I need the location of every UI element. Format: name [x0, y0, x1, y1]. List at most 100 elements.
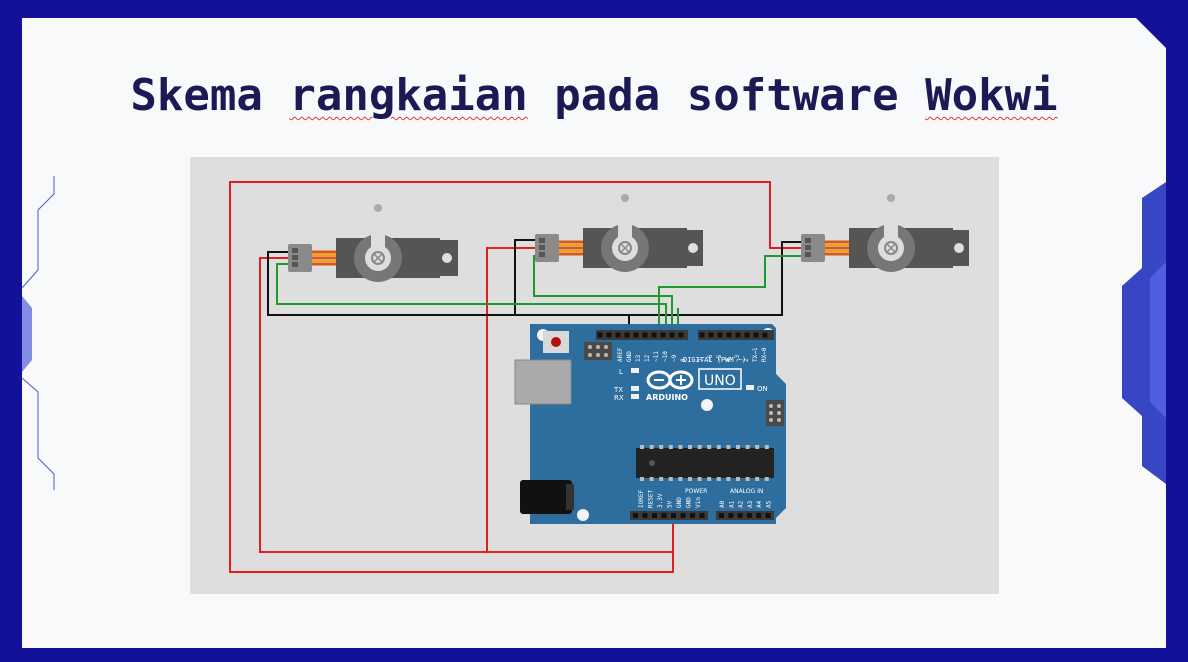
- chip-pin: [707, 445, 712, 449]
- digital-pin-label: AREF: [617, 347, 624, 362]
- power-pin-label: IOREF: [638, 490, 645, 508]
- pin-hole: [744, 332, 750, 338]
- chip-pin: [697, 445, 702, 449]
- analog-pin-label: A3: [747, 500, 754, 508]
- pin-hole: [699, 513, 705, 518]
- analog-label: ANALOG IN: [730, 488, 763, 495]
- pin-hole: [633, 513, 638, 518]
- power-header: [630, 511, 708, 520]
- chip-pin: [707, 477, 712, 481]
- pin-hole: [671, 513, 676, 518]
- power-wires: [229, 181, 803, 573]
- servo-1[interactable]: [288, 200, 458, 282]
- pin-hole: [597, 332, 603, 338]
- led-on: [746, 385, 754, 390]
- chip-pin: [688, 477, 692, 481]
- pin-hole: [678, 332, 684, 338]
- led-l: [631, 368, 639, 373]
- pin-hole: [690, 513, 695, 518]
- digital-pin-label: 13: [635, 354, 642, 362]
- chip-pin: [716, 445, 721, 449]
- chip-pin: [678, 477, 683, 481]
- analog-pin-label: A1: [728, 500, 735, 508]
- pin-hole: [651, 332, 657, 338]
- chip-pin: [649, 477, 654, 481]
- pin-hole: [669, 332, 675, 338]
- led-rx-label: RX: [614, 394, 624, 402]
- digital-pin-label: 4: [725, 358, 732, 362]
- power-pin-label: GND: [686, 497, 693, 508]
- servo-icon: [535, 190, 703, 272]
- chip-pin: [764, 477, 769, 481]
- digital-label: DIGITAL (PWM ~): [683, 356, 746, 364]
- power-pin-label: RESET: [648, 490, 655, 508]
- analog-pin-label: A2: [738, 500, 745, 508]
- chip-pin: [764, 445, 769, 449]
- pin-hole: [765, 513, 771, 518]
- chip-pin: [716, 477, 721, 481]
- analog-pin-label: A5: [766, 500, 773, 508]
- pin-hole: [753, 332, 759, 338]
- right-hex-decoration: [1122, 182, 1166, 484]
- pin-hole: [737, 513, 743, 518]
- digital-pin-label: 8: [680, 358, 687, 362]
- digital-pin-label: TX→1: [752, 347, 759, 362]
- pin-hole: [735, 332, 741, 338]
- led-l-label: L: [619, 368, 623, 376]
- chip-pin: [688, 445, 692, 449]
- pin-hole: [642, 513, 648, 518]
- pin-hole: [624, 332, 630, 338]
- pin-hole: [719, 513, 724, 518]
- digital-pin-label: ~11: [653, 351, 660, 362]
- icsp-header: [584, 342, 612, 360]
- digital-pin-label: 2: [743, 358, 750, 362]
- chip-pins: [640, 445, 769, 481]
- servo-icon: [801, 190, 969, 272]
- chip-pin: [755, 477, 760, 481]
- chip-pin: [659, 477, 664, 481]
- arduino-brand: ARDUINO: [646, 393, 688, 402]
- arduino-logo-icon: [646, 370, 694, 390]
- analog-header: [716, 511, 774, 520]
- pin-hole: [642, 332, 648, 338]
- signal-wires: [276, 255, 803, 332]
- pin-hole: [728, 513, 734, 518]
- chip-pin: [745, 445, 750, 449]
- digital-pin-label: ~9: [671, 354, 678, 362]
- digital-pin-label: GND: [626, 351, 633, 362]
- chip-pin: [640, 477, 644, 481]
- chip-pin: [640, 445, 644, 449]
- pin-hole: [708, 332, 714, 338]
- digital-pin-label: ~6: [707, 354, 714, 362]
- pin-hole: [652, 513, 657, 518]
- power-pin-label: GND: [676, 497, 683, 508]
- pin-hole: [699, 332, 705, 338]
- chip-pin: [736, 445, 740, 449]
- led-tx: [631, 386, 639, 391]
- servo-2[interactable]: [535, 190, 703, 272]
- chip-pin: [697, 477, 702, 481]
- left-hex-decoration-lower: [21, 377, 55, 490]
- pin-hole: [717, 332, 723, 338]
- servo-3[interactable]: [801, 190, 969, 272]
- pin-hole: [680, 513, 686, 518]
- servo-icon: [288, 200, 458, 282]
- analog-pin-label: A0: [719, 500, 726, 508]
- chip-pin: [678, 445, 683, 449]
- led-on-label: ON: [757, 385, 768, 393]
- left-hex-decoration: [21, 176, 55, 289]
- digital-pin-label: 12: [644, 354, 651, 362]
- led-tx-label: TX: [613, 386, 623, 394]
- chip-pin: [726, 445, 731, 449]
- chip-pin: [649, 445, 654, 449]
- slide-title: Skema rangkaian pada software Wokwi: [130, 70, 1058, 121]
- uno-badge: [698, 368, 742, 390]
- atmega-chip: [636, 448, 774, 478]
- digital-pin-label: ~10: [662, 351, 669, 362]
- chip-pin: [745, 477, 750, 481]
